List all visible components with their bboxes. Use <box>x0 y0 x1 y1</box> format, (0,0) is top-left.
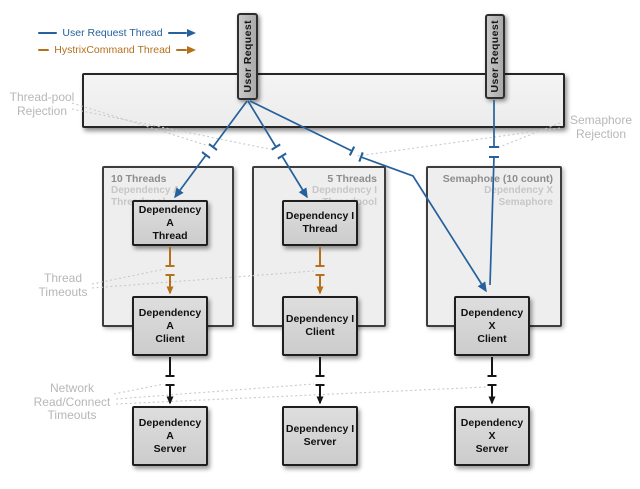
user-request-tab-label: User Request <box>241 20 254 93</box>
legend-hystrix-command-thread: HystrixCommand Thread <box>38 44 197 56</box>
legend-line-blue <box>38 32 58 34</box>
network-connection-lines <box>165 357 497 405</box>
node-label: Dependency A <box>138 306 202 332</box>
leader-network-timeouts-2 <box>115 383 315 400</box>
user-request-tab-2: User Request <box>485 14 505 99</box>
annotation-thread-timeouts: Thread Timeouts <box>24 271 102 299</box>
node-label: Thread <box>152 229 188 242</box>
node-label: Client <box>155 332 185 345</box>
annotation-line: Semaphore <box>569 113 633 127</box>
user-request-tab-1: User Request <box>237 13 258 100</box>
user-request-tab-label: User Request <box>489 20 501 93</box>
node-label: Server <box>153 442 187 455</box>
node-label: Dependency I <box>285 313 355 325</box>
arrow-right-icon <box>187 46 197 54</box>
node-dependency-i-server: Dependency I Server <box>282 406 358 466</box>
annotation-line: Thread <box>43 271 83 285</box>
annotation-network-timeouts: Network Read/Connect Timeouts <box>22 381 122 423</box>
node-dependency-a-client: Dependency A Client <box>132 296 208 356</box>
pool-title: Semaphore (10 count) <box>442 173 553 185</box>
node-dependency-a-server: Dependency A Server <box>132 406 208 466</box>
annotation-line: Rejection <box>575 126 627 141</box>
node-label: Dependency I <box>285 423 355 435</box>
arrow-right-icon <box>187 29 197 37</box>
pool-title: 5 Threads <box>327 173 377 185</box>
leader-semaphore-rejection-2 <box>356 127 561 157</box>
legend-line-orange <box>175 49 188 51</box>
annotation-line: Thread-pool <box>9 90 75 104</box>
node-dependency-x-server: Dependency X Server <box>454 406 530 466</box>
node-label: Dependency X <box>460 416 524 442</box>
legend-line-blue <box>167 32 188 34</box>
annotation-line: Read/Connect <box>33 394 111 409</box>
node-label: Server <box>303 436 337 448</box>
leader-network-timeouts-3 <box>115 386 487 405</box>
node-label: Server <box>475 442 509 455</box>
annotation-line: Timeouts <box>47 408 97 422</box>
node-dependency-i-thread: Dependency I Thread <box>282 200 358 246</box>
pool-subtitle: Dependency X Semaphore <box>484 185 553 208</box>
legend-line-orange <box>38 49 50 51</box>
annotation-semaphore-rejection: Semaphore Rejection <box>562 113 640 141</box>
legend-label: User Request Thread <box>62 27 163 39</box>
pool-title: 10 Threads <box>111 173 167 185</box>
node-label: Dependency I <box>285 210 355 222</box>
annotation-line: Timeouts <box>38 284 88 299</box>
annotation-line: Rejection <box>16 103 68 118</box>
node-dependency-i-client: Dependency I Client <box>282 296 358 356</box>
node-label: Client <box>305 326 335 338</box>
node-label: Thread <box>302 223 338 235</box>
node-label: Dependency A <box>138 416 202 442</box>
annotation-line: Network <box>49 381 94 395</box>
node-label: Dependency X <box>460 306 524 332</box>
node-dependency-x-client: Dependency X Client <box>454 296 530 356</box>
annotation-thread-pool-rejection: Thread-pool Rejection <box>2 90 82 118</box>
legend-label: HystrixCommand Thread <box>54 44 171 56</box>
legend-user-request-thread: User Request Thread <box>38 27 197 39</box>
node-label: Dependency A <box>138 203 202 229</box>
node-dependency-a-thread: Dependency A Thread <box>132 200 208 246</box>
node-label: Client <box>477 332 507 345</box>
